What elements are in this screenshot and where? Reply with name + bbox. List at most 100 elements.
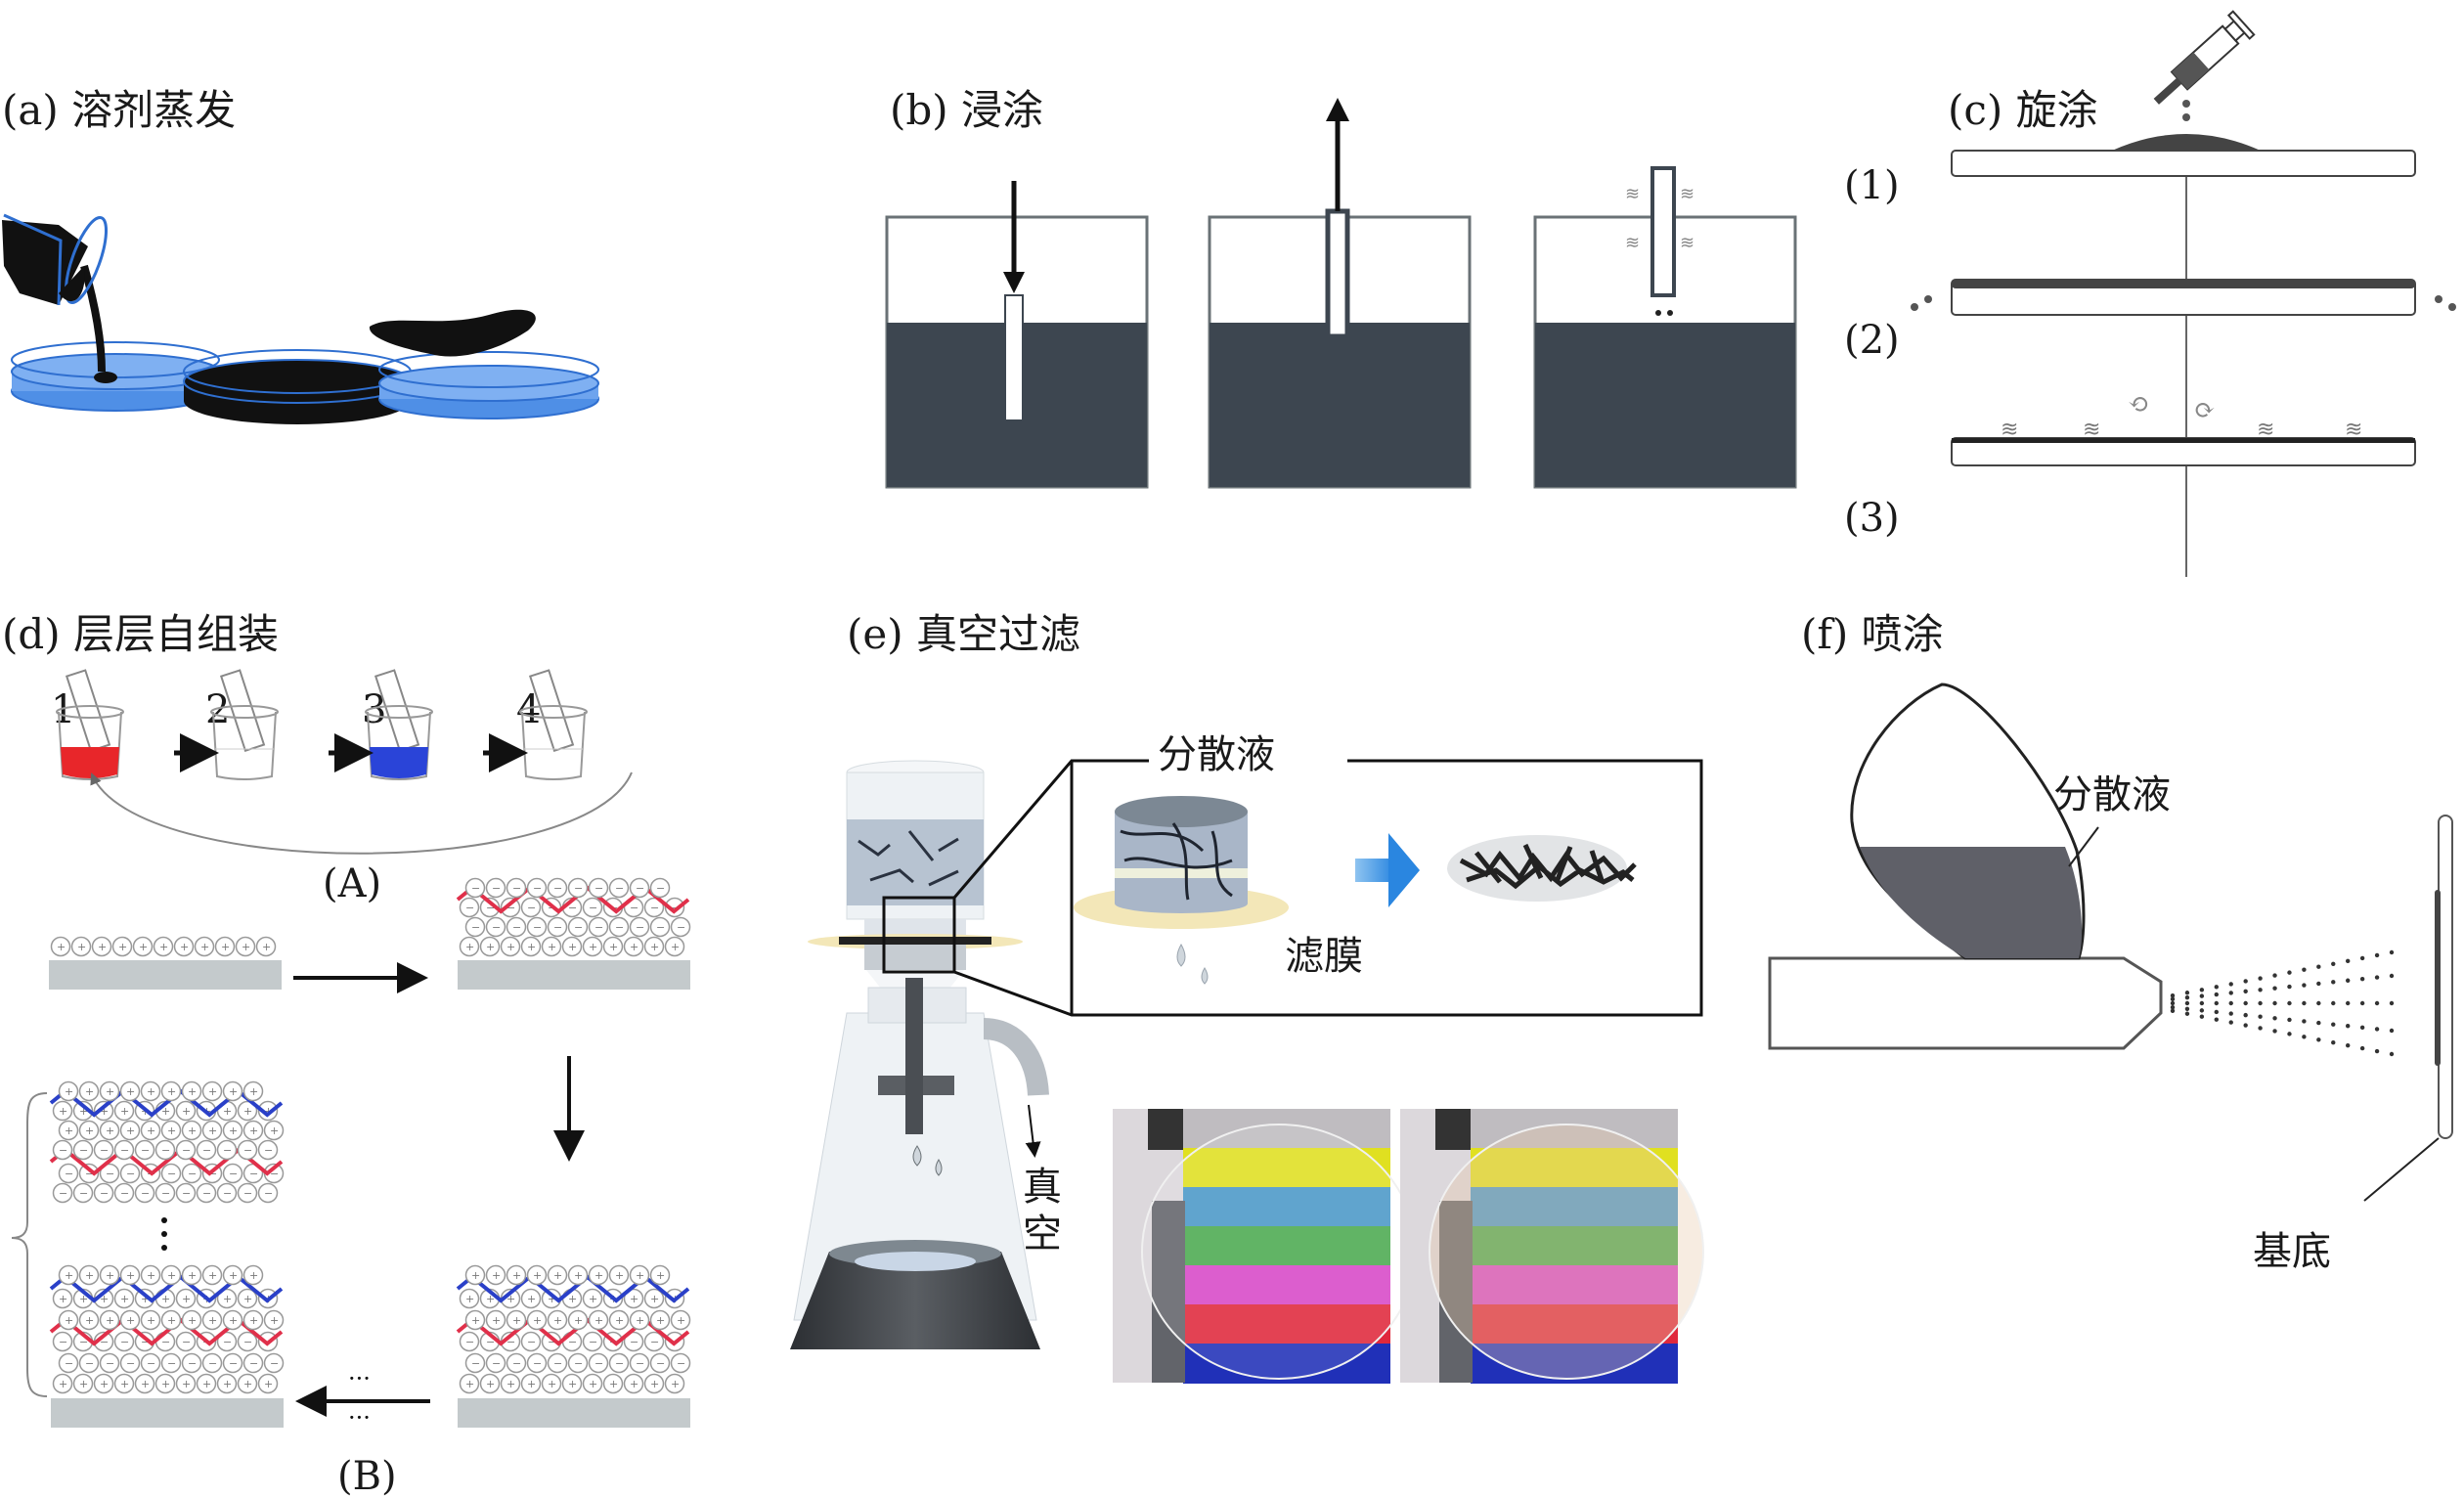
svg-text:−: − [223, 1336, 232, 1348]
svg-text:+: + [229, 1314, 238, 1327]
panel-d-label: (d) 层层自组装 [2, 610, 280, 658]
svg-text:+: + [527, 1293, 536, 1305]
syringe-icon [2153, 10, 2256, 105]
spin-wafer-3: ⟲ ⟳ ≋≋≋≋ [1951, 390, 2416, 466]
svg-text:+: + [200, 941, 209, 953]
svg-text:−: − [677, 1357, 685, 1370]
svg-text:+: + [553, 1314, 562, 1327]
charged-particle-row: −−−−−−−−−−− [52, 1182, 279, 1204]
svg-text:+: + [548, 941, 556, 953]
charged-particle-row: −−−−−−−−−−− [464, 916, 691, 938]
svg-text:+: + [630, 941, 638, 953]
svg-text:−: − [506, 1336, 515, 1348]
paint-cup [1850, 683, 2099, 960]
svg-text:+: + [650, 1293, 659, 1305]
svg-text:−: − [100, 1144, 109, 1157]
svg-text:≋: ≋ [1625, 184, 1640, 204]
svg-text:−: − [85, 1357, 94, 1370]
svg-text:−: − [615, 921, 624, 934]
svg-text:−: − [594, 882, 603, 895]
svg-text:+: + [182, 1378, 191, 1390]
svg-text:+: + [167, 1124, 176, 1137]
svg-text:−: − [264, 1144, 273, 1157]
svg-text:−: − [243, 1144, 252, 1157]
svg-text:≋: ≋ [2001, 418, 2018, 442]
svg-text:+: + [161, 1378, 170, 1390]
svg-text:−: − [630, 902, 638, 914]
svg-text:+: + [506, 1378, 515, 1390]
polyelectrolyte-chain [49, 1317, 284, 1346]
svg-text:−: − [167, 1357, 176, 1370]
polyelectrolyte-chain [49, 1274, 284, 1303]
svg-text:−: − [188, 1168, 197, 1180]
panel-c-label: (c) 旋涂 [1948, 86, 2098, 134]
svg-text:+: + [650, 941, 659, 953]
svg-text:+: + [512, 1269, 521, 1282]
dispersion-label-f: 分散液 [2053, 772, 2171, 817]
svg-text:−: − [270, 1357, 279, 1370]
dip-tank-2 [1208, 98, 1472, 489]
svg-text:+: + [609, 1378, 618, 1390]
svg-text:+: + [594, 1269, 603, 1282]
svg-text:+: + [229, 1124, 238, 1137]
svg-text:−: − [264, 1187, 273, 1200]
panel-f-label: (f) 喷涂 [1801, 610, 1944, 658]
svg-text:−: − [656, 882, 665, 895]
charged-particle-row: −−−−−−−−−−− [464, 1352, 691, 1374]
svg-text:≋: ≋ [1680, 233, 1694, 253]
charged-particle-row: +++++++++++ [50, 936, 277, 957]
svg-text:+: + [548, 1293, 556, 1305]
svg-text:−: − [471, 921, 480, 934]
svg-text:+: + [167, 1269, 176, 1282]
ellipsis-bottom: ··· [348, 1404, 371, 1432]
panel-b-graphic: ≋≋ ≋≋ [885, 98, 1797, 489]
svg-text:−: − [465, 1336, 474, 1348]
svg-text:+: + [85, 1124, 94, 1137]
svg-text:+: + [243, 1105, 252, 1118]
peeled-film [369, 309, 536, 357]
stack-brace [11, 1092, 48, 1397]
beaker-2 [210, 669, 279, 780]
svg-text:+: + [79, 1105, 88, 1118]
svg-text:+: + [59, 1378, 67, 1390]
charged-particle-row: ++++++++++ [58, 1080, 264, 1102]
dispersion-cylinder [1074, 796, 1289, 985]
svg-text:+: + [506, 941, 515, 953]
svg-text:+: + [141, 1293, 150, 1305]
svg-text:−: − [574, 882, 583, 895]
svg-text:−: − [147, 1357, 155, 1370]
svg-text:+: + [182, 1293, 191, 1305]
svg-text:+: + [574, 1269, 583, 1282]
svg-text:+: + [636, 1314, 644, 1327]
svg-text:+: + [188, 1314, 197, 1327]
photo-coated-film [1400, 1109, 1704, 1384]
panel-f-graphic [1768, 683, 2453, 1202]
charged-particle-row: ++++++++++ [464, 1264, 671, 1286]
svg-text:−: − [161, 1144, 170, 1157]
svg-text:+: + [630, 1378, 638, 1390]
svg-text:+: + [568, 941, 577, 953]
ellipsis-top: ··· [348, 1365, 371, 1392]
sub-label-a: (A) [323, 861, 382, 906]
panel-d-graphic: ++++++++++++++++++++++−−−−−−−−−−−−−−−−−−… [11, 669, 691, 1432]
svg-text:−: − [594, 1357, 603, 1370]
svg-text:−: − [492, 882, 501, 895]
beaker-3 [365, 669, 433, 780]
svg-text:+: + [147, 1269, 155, 1282]
svg-text:+: + [512, 1314, 521, 1327]
svg-text:+: + [229, 1269, 238, 1282]
svg-text:+: + [223, 1105, 232, 1118]
svg-text:−: − [594, 921, 603, 934]
svg-text:+: + [486, 1293, 495, 1305]
svg-text:−: − [120, 1144, 129, 1157]
panel-c-graphic: ⟲ ⟳ ⟲ ⟳ ≋≋≋≋ [1911, 10, 2456, 577]
svg-text:−: − [141, 1187, 150, 1200]
svg-text:−: − [677, 921, 685, 934]
svg-text:−: − [208, 1357, 217, 1370]
panel-b-label: (b) 浸涂 [890, 86, 1044, 134]
dispersion-label-e: 分散液 [1158, 732, 1275, 777]
svg-text:+: + [141, 1378, 150, 1390]
svg-text:−: − [59, 1144, 67, 1157]
svg-text:+: + [85, 1269, 94, 1282]
beaker-4 [519, 669, 588, 780]
